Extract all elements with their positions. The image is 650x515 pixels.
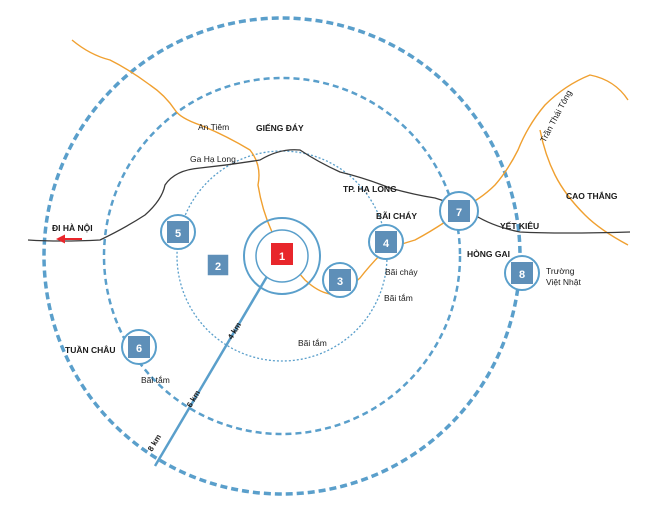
label-ga-ha-long: Ga Hạ Long: [190, 154, 236, 164]
label-an-tiem: An Tiêm: [198, 122, 229, 132]
label-truong-line1: Trường: [546, 266, 575, 276]
marker-1[interactable]: [271, 243, 293, 265]
label-bai-chay-upper: BÃI CHÁY: [376, 211, 417, 221]
marker-1-label: 1: [279, 251, 285, 263]
label-bai-chay-lower: Bãi cháy: [385, 267, 418, 277]
ha-noi-arrow-icon: [56, 234, 65, 244]
marker-2[interactable]: [206, 253, 230, 277]
marker-5[interactable]: [167, 221, 189, 243]
label-distance-4km: 4 km: [226, 321, 243, 341]
marker-2-label: 2: [215, 261, 221, 273]
marker-6[interactable]: [128, 336, 150, 358]
marker-7[interactable]: [448, 200, 470, 222]
label-tran-thai-tong: Trần Thái Tông: [538, 88, 574, 144]
road-tran-thai-tong: [457, 74, 629, 211]
marker-3[interactable]: [329, 269, 351, 291]
label-distance-8km: 8 km: [146, 433, 163, 453]
label-di-ha-noi: ĐI HÀ NỘI: [52, 222, 93, 233]
ring-6km: [102, 76, 462, 436]
distance-line: [153, 267, 274, 467]
marker-1-halo-outer: [243, 217, 321, 295]
label-bai-tam-3: Bãi tắm: [141, 375, 170, 385]
label-gieng-day: GIẾNG ĐÁY: [256, 123, 304, 133]
label-tp-ha-long: TP. HẠ LONG: [343, 184, 397, 194]
label-bai-tam-2: Bãi tắm: [298, 338, 327, 348]
label-hong-gai: HÒNG GAI: [467, 248, 510, 259]
marker-7-label: 7: [456, 207, 462, 219]
marker-8-label: 8: [519, 269, 525, 281]
marker-4[interactable]: [375, 231, 397, 253]
label-bai-tam-1: Bãi tắm: [384, 293, 413, 303]
label-truong-line2: Việt Nhật: [546, 277, 581, 287]
marker-8[interactable]: [511, 262, 533, 284]
marker-4-label: 4: [383, 238, 390, 250]
marker-6-label: 6: [136, 343, 142, 355]
marker-3-label: 3: [337, 276, 343, 288]
label-tuan-chau: TUẦN CHÂU: [65, 344, 116, 355]
label-cao-thang: CAO THẮNG: [566, 191, 618, 201]
boundary-line: [27, 149, 631, 242]
marker-5-label: 5: [175, 228, 181, 240]
road-cao-thang: [539, 129, 629, 246]
label-yet-kieu: YẾT KIÊU: [500, 220, 539, 231]
